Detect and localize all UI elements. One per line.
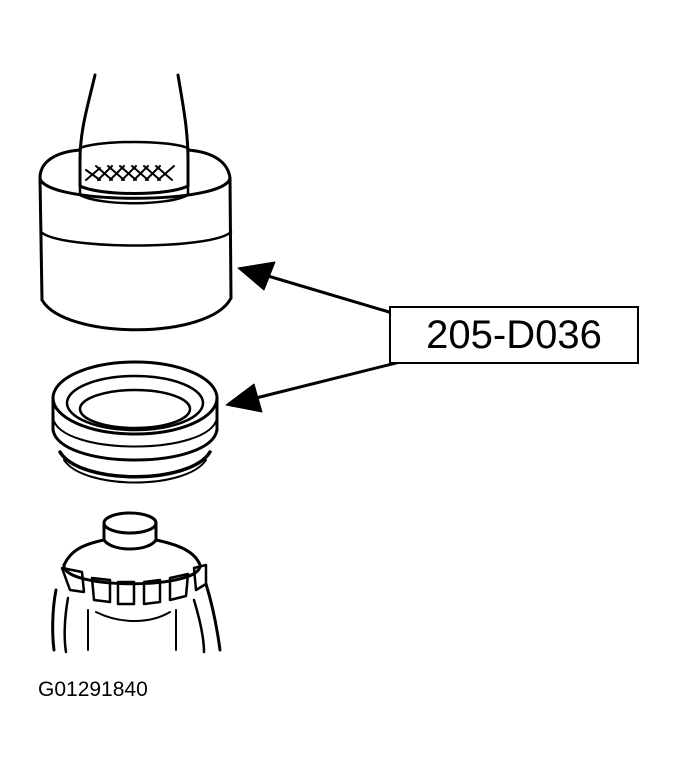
tool-cup-body: [38, 148, 233, 332]
leader-line-to-tool: [266, 274, 391, 314]
pinion-seal: [51, 360, 219, 484]
tool-handle: [78, 73, 190, 205]
seal-installer-tool: [38, 73, 233, 332]
arrowhead-to-tool-icon: [237, 261, 276, 291]
leader-line-to-seal: [254, 360, 402, 400]
arrowhead-to-seal-icon: [225, 383, 263, 413]
tool-number-text: 205-D036: [426, 312, 602, 357]
pinion-bearing-and-shaft: [51, 511, 222, 654]
figure-id-label: G01291840: [38, 678, 148, 701]
leader-arrows: [225, 261, 402, 413]
tool-number-callout: 205-D036: [389, 306, 639, 364]
